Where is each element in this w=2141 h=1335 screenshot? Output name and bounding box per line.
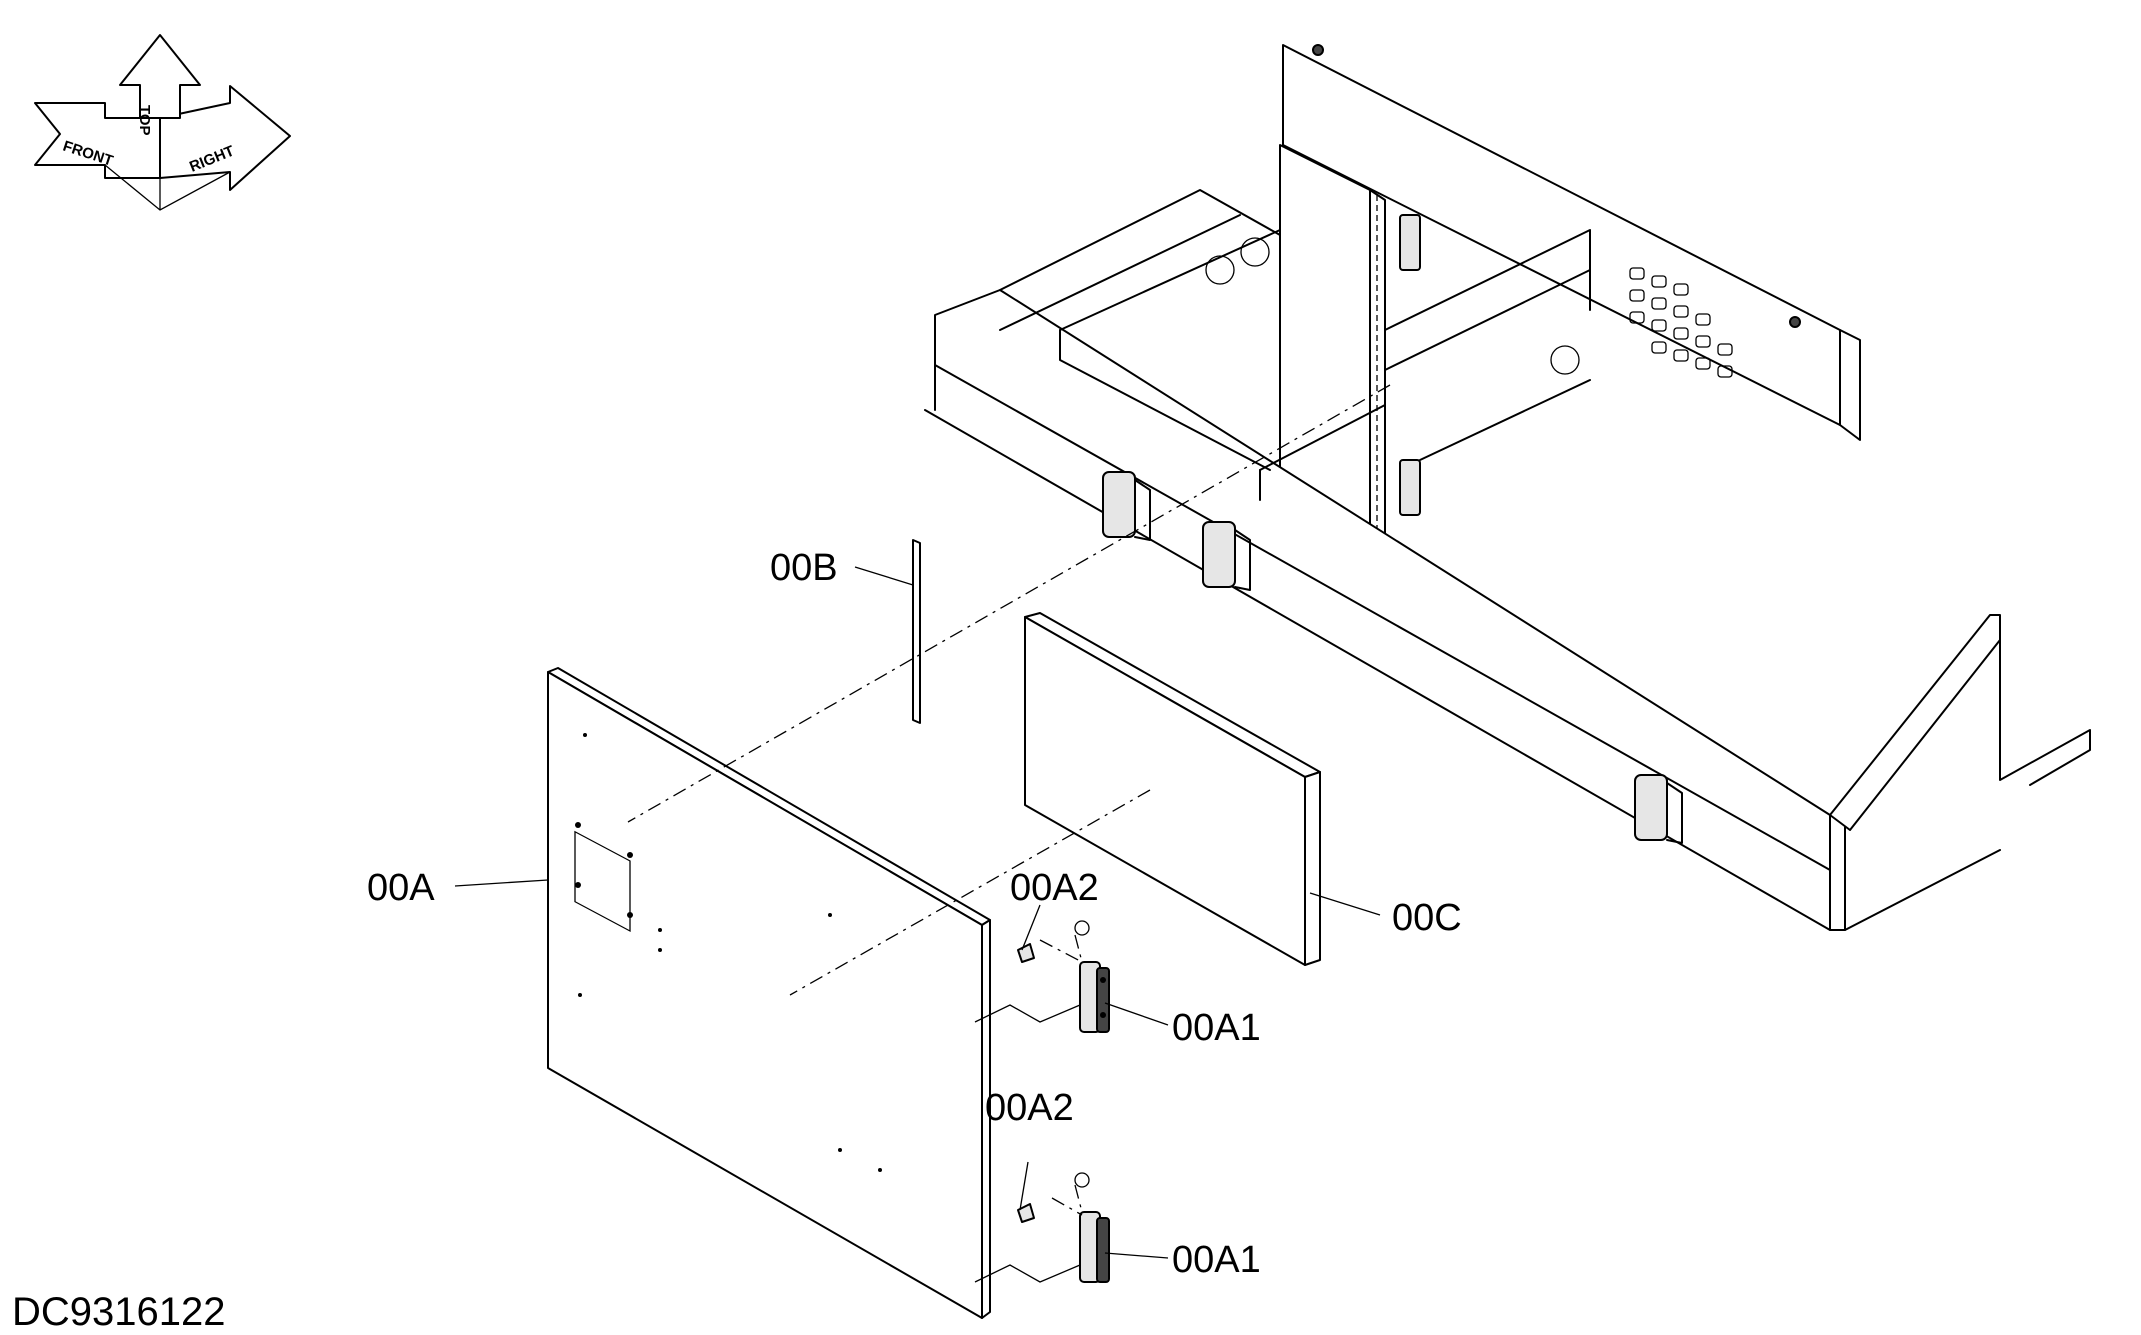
bolt-upper — [1017, 920, 1090, 963]
callout-hinge-upper: 00A1 — [1172, 1007, 1261, 1049]
drawing-number: DC9316122 — [12, 1290, 226, 1334]
callout-hinge-lower: 00A1 — [1172, 1239, 1261, 1281]
hinge-lower — [1079, 1211, 1110, 1283]
orientation-top-label: TOP — [136, 105, 153, 136]
hinge-upper — [1079, 961, 1110, 1033]
callout-seal-strip: 00B — [770, 547, 838, 589]
callout-bolt-lower: 00A2 — [985, 1087, 1074, 1129]
assembly-lines — [627, 384, 1391, 1283]
door-panel — [547, 667, 991, 1319]
callout-door-panel: 00A — [367, 867, 435, 909]
bolt-lower — [1017, 1172, 1090, 1223]
insulation-pad — [1024, 612, 1321, 966]
vent-grid — [1629, 267, 1733, 378]
orientation-indicator: FRONT TOP RIGHT — [34, 34, 291, 211]
callout-bolt-upper: 00A2 — [1010, 867, 1099, 909]
frame-assembly — [924, 44, 2091, 931]
callout-insulation-pad: 00C — [1392, 897, 1462, 939]
seal-strip — [912, 539, 921, 724]
leader-lines — [454, 566, 1381, 1259]
